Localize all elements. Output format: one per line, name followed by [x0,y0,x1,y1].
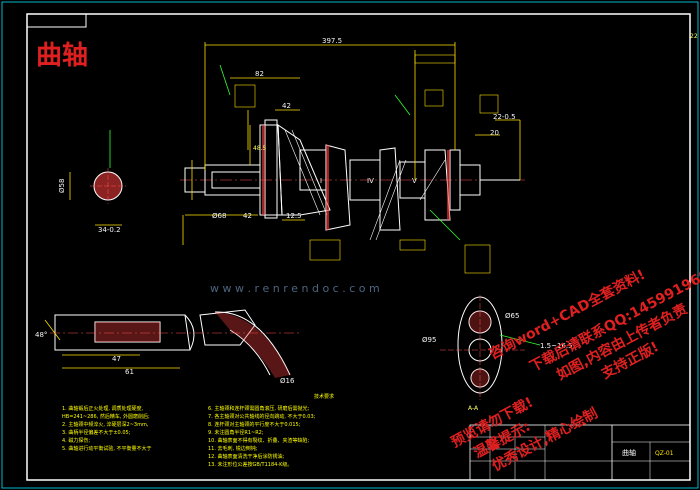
main-dimensions: 397.5 82 42 Ø68 42 12.5 22-0.5 20 48.5 [182,37,521,274]
title-block-name: 曲轴 [622,448,636,457]
end-view-section: Ø95 1.5~16.5 Ø65 A-A [422,295,573,412]
dim-34: 34-0.2 [98,226,121,234]
dim-42b: 42 [243,212,252,220]
note-left-6: 5. 曲轴进行动平衡试验, 不平衡量不大于 [62,445,152,452]
dim-22: 22-0.5 [493,113,516,121]
dim-16: Ø16 [280,377,295,385]
dim-61: 61 [125,368,134,376]
dim-95: Ø95 [422,336,436,344]
journal-label-5: V [412,177,417,185]
keyway-detail: 47 61 48° Ø16 [35,309,300,385]
section-label: A-A [468,405,479,412]
note-right-1: 6. 主轴颈和连杆颈需圆角滚压, 研磨后需抛光; [208,405,310,412]
dim-68: Ø68 [212,212,226,220]
corner-label: 22 [690,33,698,40]
technical-requirements: 技术要求 1. 曲轴锻后正火处理, 调质处理硬度, HB=241~286, 然后… [62,393,334,468]
dim-12: 12.5 [286,212,302,220]
journal-label-1: I [320,177,322,185]
journal-cross-section: Ø58 34-0.2 [58,130,126,234]
note-right-2: 7. 各主轴颈对公共轴线的径向跳动, 不大于0.03; [208,413,316,420]
dim-42a: 42 [282,102,291,110]
title-block-code: QZ-01 [655,450,674,457]
journal-label-4: IV [367,177,374,185]
note-right-7: 12. 曲轴表面清洗干净后涂防锈油; [208,453,285,460]
dim-20: 20 [490,129,499,137]
dim-82: 82 [255,70,264,78]
watermark-url: w w w . r e n r e n d o c . c o m [210,282,380,295]
note-right-6: 11. 去毛刺, 锐边倒钝; [208,445,258,452]
dim-47: 47 [112,355,121,363]
dim-48: 48.5 [253,145,267,152]
note-left-5: 4. 磁力探伤; [62,437,90,444]
drawing-border [26,13,691,481]
note-left-4: 3. 曲柄半径偏差不大于±0.05; [62,429,131,436]
title-block: 曲轴 QZ-01 [469,424,691,481]
note-left-2: HB=241~286, 然后精车, 外圆磨削后; [62,413,150,420]
dim-58: Ø58 [58,179,66,193]
dim-48deg: 48° [35,331,47,339]
crankshaft-main-view: I IV V [180,119,525,241]
corner-code-box [26,13,87,28]
tech-req-title: 技术要求 [314,393,334,400]
note-right-3: 8. 连杆颈对主轴颈的平行度不大于0.015; [208,421,301,428]
promo-watermark: 预览请勿下载! 温馨提示: 优秀设计,精心绘制 下载后请联系QQ:1459919… [448,261,700,474]
note-left-1: 1. 曲轴锻后正火处理, 调质处理硬度, [62,405,144,412]
dim-65: Ø65 [505,312,519,320]
note-right-8: 13. 未注形位公差按GB/T1184-K级。 [208,461,292,468]
dim-overall-length: 397.5 [322,37,342,45]
note-right-4: 9. 未注圆角半径R1~R2; [208,429,264,436]
note-right-5: 10. 曲轴表面不得有裂纹、折叠、夹渣等缺陷; [208,437,310,444]
drawing-title: 曲轴 [36,41,88,71]
note-left-3: 2. 主轴颈中频淬火, 淬硬层深2~3mm, [62,421,149,428]
dim-15: 1.5~16.5 [540,342,573,350]
